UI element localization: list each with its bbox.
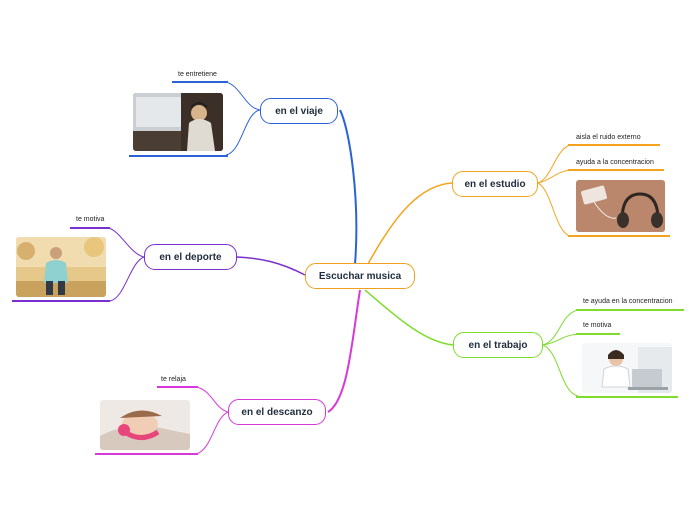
central-topic[interactable]: Escuchar musica bbox=[305, 263, 415, 289]
connector-viaje bbox=[339, 109, 358, 265]
branch-en-el-viaje[interactable]: en el viaje bbox=[260, 98, 338, 124]
woman-resting-with-headphones-photo-icon[interactable] bbox=[100, 400, 190, 450]
woman-at-laptop-photo-icon[interactable] bbox=[582, 343, 672, 393]
connector-estudio-leaf-1 bbox=[537, 144, 571, 184]
branch-en-el-descanzo[interactable]: en el descanzo bbox=[228, 399, 326, 425]
connector-trabajo-leaf-2 bbox=[542, 333, 579, 346]
runner-with-headphones-photo-icon[interactable] bbox=[16, 237, 106, 297]
connector-trabajo-image bbox=[542, 344, 579, 397]
leaf-ayuda-a-la-concentracion[interactable]: ayuda a la concentracion bbox=[576, 159, 654, 166]
branch-en-el-trabajo[interactable]: en el trabajo bbox=[453, 332, 543, 358]
train-passenger-photo-icon[interactable] bbox=[133, 93, 223, 151]
leaf-te-entretiene[interactable]: te entretiene bbox=[178, 71, 217, 78]
connector-deporte-image bbox=[109, 256, 145, 302]
connector-descanso-leaf bbox=[195, 386, 229, 413]
connector-viaje-leaf bbox=[224, 81, 261, 111]
connector-estudio-leaf-2 bbox=[537, 169, 571, 184]
leaf-te-motiva-deporte[interactable]: te motiva bbox=[76, 216, 105, 223]
connector-viaje-image bbox=[225, 109, 261, 156]
connector-trabajo bbox=[364, 289, 454, 346]
connector-descanso-image bbox=[195, 411, 229, 455]
leaf-te-ayuda-en-la-concentracion[interactable]: te ayuda en la concentracion bbox=[583, 298, 673, 305]
connector-deporte-leaf bbox=[107, 227, 145, 258]
connector-estudio bbox=[367, 182, 453, 265]
headphones-and-phone-photo-icon[interactable] bbox=[576, 180, 665, 232]
connector-descanso bbox=[327, 289, 361, 413]
connector-deporte bbox=[236, 256, 306, 276]
connector-estudio-image bbox=[537, 182, 571, 237]
branch-en-el-estudio[interactable]: en el estudio bbox=[452, 171, 538, 197]
leaf-aisla-el-ruido-externo[interactable]: aisla el ruido externo bbox=[576, 134, 641, 141]
leaf-te-motiva-trabajo[interactable]: te motiva bbox=[583, 322, 612, 329]
leaf-te-relaja[interactable]: te relaja bbox=[161, 376, 186, 383]
connector-trabajo-leaf-1 bbox=[542, 309, 579, 346]
branch-en-el-deporte[interactable]: en el deporte bbox=[144, 244, 237, 270]
